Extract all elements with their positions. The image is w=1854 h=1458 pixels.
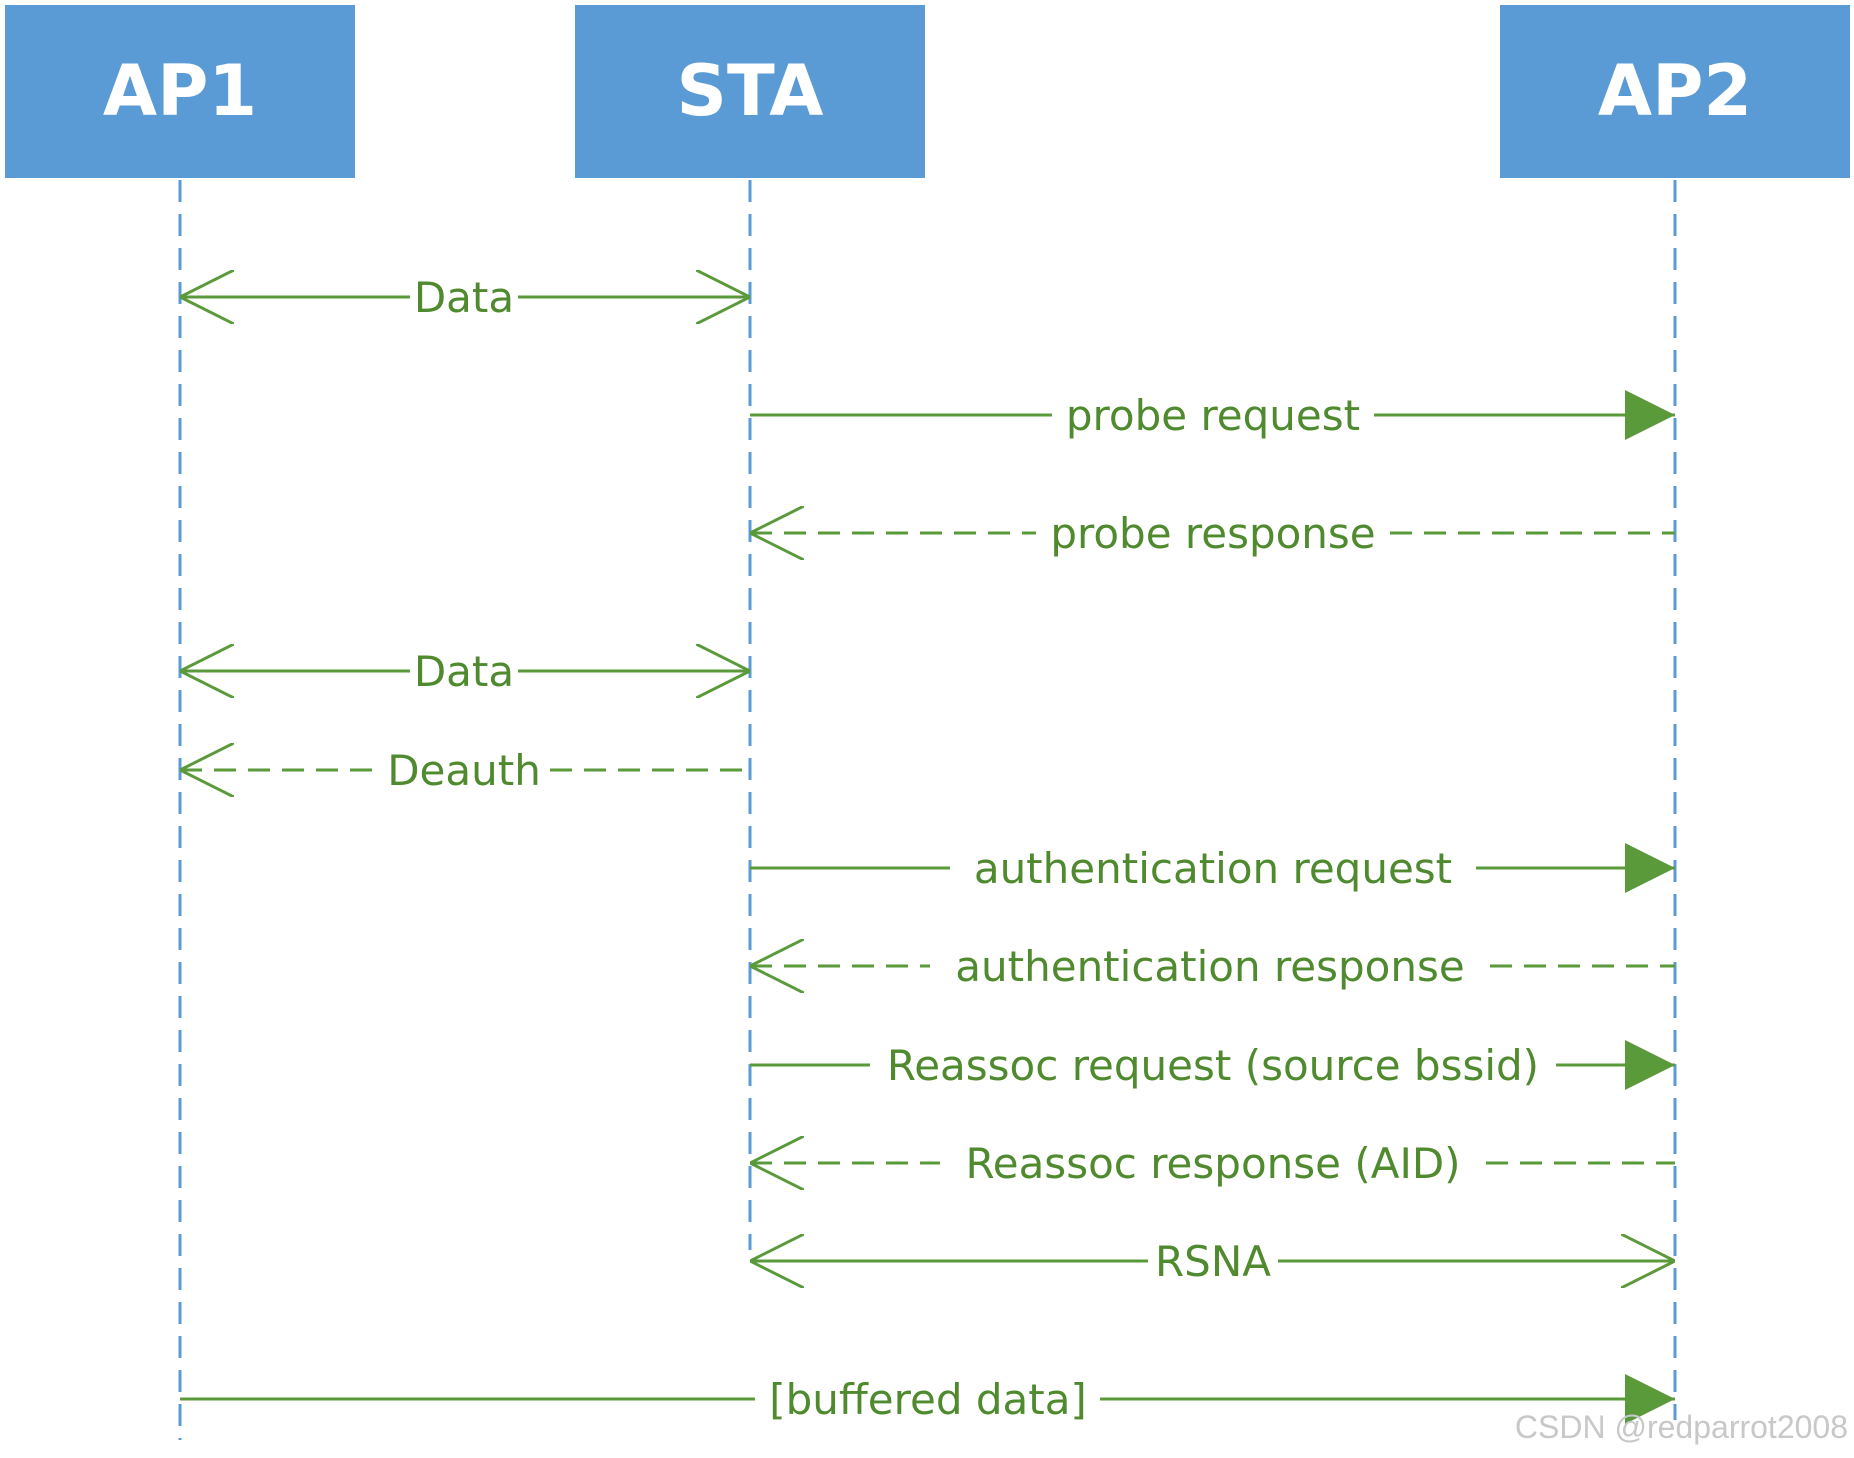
actor-sta-label: STA [677,50,824,132]
message-buffered-data-label: [buffered data] [769,1375,1087,1424]
message-probe-request-label: probe request [1066,391,1360,440]
message-data-1-label: Data [414,273,514,322]
actor-ap1: AP1 [5,5,355,178]
message-buffered-data: [buffered data] [180,1374,1675,1424]
message-deauth: Deauth [180,746,750,795]
message-deauth-label: Deauth [387,746,541,795]
message-authentication-response: authentication response [750,942,1675,991]
message-authentication-response-label: authentication response [955,942,1464,991]
watermark-text: CSDN @redparrot2008 [1515,1409,1848,1445]
message-rsna-label: RSNA [1155,1237,1271,1286]
actor-ap2: AP2 [1500,5,1850,178]
message-probe-response-label: probe response [1050,509,1375,558]
message-authentication-request-label: authentication request [974,844,1452,893]
actor-ap2-box [1500,5,1850,178]
actor-sta: STA [575,5,925,178]
message-reassoc-response: Reassoc response (AID) [750,1139,1675,1188]
message-data-1: Data [180,273,750,322]
message-data-2-label: Data [414,647,514,696]
message-rsna: RSNA [750,1237,1675,1286]
actor-ap2-label: AP2 [1598,50,1752,132]
actor-sta-box [575,5,925,178]
actor-ap1-label: AP1 [103,50,257,132]
message-authentication-request: authentication request [750,843,1675,893]
message-probe-request: probe request [750,390,1675,440]
message-reassoc-request: Reassoc request (source bssid) [750,1040,1675,1090]
message-data-2: Data [180,647,750,696]
actor-ap1-box [5,5,355,178]
message-probe-response: probe response [750,509,1675,558]
message-reassoc-response-label: Reassoc response (AID) [965,1139,1460,1188]
message-reassoc-request-label: Reassoc request (source bssid) [887,1041,1539,1090]
